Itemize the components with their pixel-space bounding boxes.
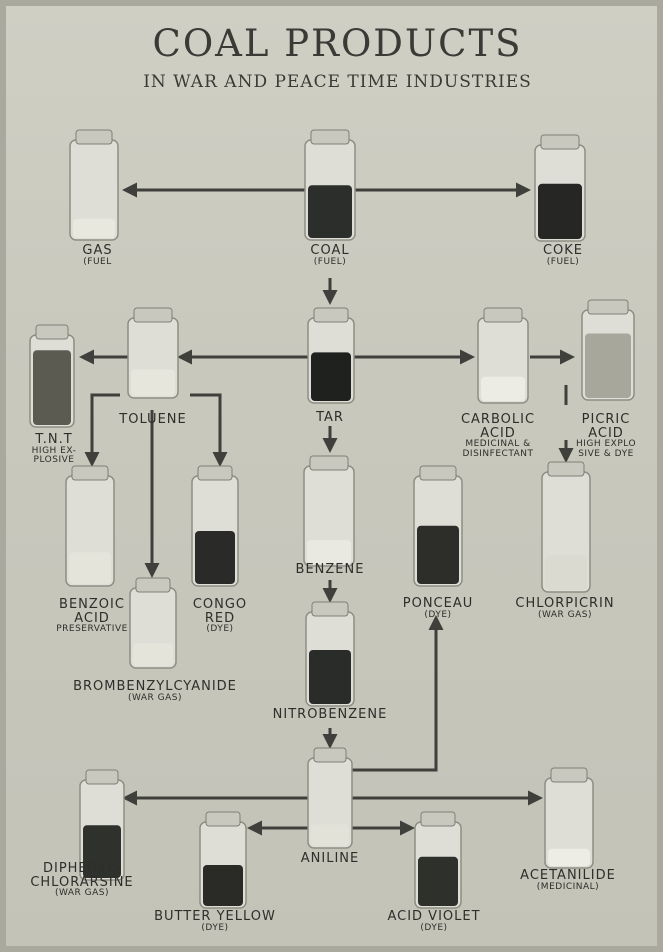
jar-ponceau — [414, 466, 462, 586]
benzoic-sub: PRESERVATIVE — [44, 625, 140, 634]
node-coke: COKE (FUEL) — [525, 244, 601, 267]
node-butter: BUTTER YELLOW (DYE) — [150, 910, 280, 933]
jar-tar — [308, 308, 354, 403]
arrow-toluene-congo — [190, 395, 220, 464]
toluene-label: TOLUENE — [108, 413, 198, 427]
nitrobenzene-label: NITROBENZENE — [268, 708, 392, 722]
node-aniline: ANILINE — [288, 852, 372, 866]
jar-gas — [70, 130, 118, 240]
node-picric: PICRIC ACID HIGH EXPLO SIVE & DYE — [558, 413, 654, 459]
node-tnt: T.N.T HIGH EX- PLOSIVE — [18, 433, 90, 466]
butter-label: BUTTER YELLOW — [150, 910, 280, 924]
node-chlorpicrin: CHLORPICRIN (WAR GAS) — [505, 597, 625, 620]
butter-sub: (DYE) — [150, 924, 280, 933]
chlorpicrin-label: CHLORPICRIN — [505, 597, 625, 611]
arrow-aniline-ponceau — [352, 618, 436, 770]
ponceau-label: PONCEAU — [385, 597, 491, 611]
acidviolet-label: ACID VIOLET — [378, 910, 490, 924]
aniline-label: ANILINE — [288, 852, 372, 866]
picric-label-1: PICRIC — [558, 413, 654, 427]
congo-label-2: RED — [180, 612, 260, 626]
benzene-label: BENZENE — [285, 563, 375, 577]
gas-sub: (FUEL — [60, 258, 135, 267]
acetanilide-sub: (MEDICINAL) — [508, 883, 628, 892]
benzoic-label-1: BENZOIC — [44, 598, 140, 612]
node-coal: COAL (FUEL) — [292, 244, 368, 267]
jar-violet — [415, 812, 461, 908]
tnt-label: T.N.T — [18, 433, 90, 447]
carbolic-sub2: DISINFECTANT — [444, 450, 552, 459]
coal-sub: (FUEL) — [292, 258, 368, 267]
congo-sub: (DYE) — [180, 625, 260, 634]
jar-coal — [305, 130, 355, 240]
arrow-toluene-benzoic — [92, 395, 120, 464]
carbolic-label-1: CARBOLIC — [444, 413, 552, 427]
picric-label-2: ACID — [558, 427, 654, 441]
node-tar: TAR — [300, 411, 360, 425]
node-benzoic: BENZOIC ACID PRESERVATIVE — [44, 598, 140, 635]
node-gas: GAS (FUEL — [60, 244, 135, 267]
tnt-sub2: PLOSIVE — [18, 456, 90, 465]
node-carbolic: CARBOLIC ACID MEDICINAL & DISINFECTANT — [444, 413, 552, 459]
picric-sub2: SIVE & DYE — [558, 450, 654, 459]
brombenzyl-label: BROMBENZYLCYANIDE — [50, 680, 260, 694]
node-toluene: TOLUENE — [108, 413, 198, 427]
jar-carbolic — [478, 308, 528, 403]
node-brombenzyl: BROMBENZYLCYANIDE (WAR GAS) — [50, 680, 260, 703]
diphenyl-sub: (WAR GAS) — [30, 889, 134, 898]
coal-label: COAL — [292, 244, 368, 258]
node-diphenyl: DIPHENYL- CHLORARSINE (WAR GAS) — [30, 862, 134, 899]
jar-aniline — [308, 748, 352, 848]
jar-benzoic — [66, 466, 114, 586]
node-ponceau: PONCEAU (DYE) — [385, 597, 491, 620]
jar-butter — [200, 812, 246, 908]
jar-picric — [582, 300, 634, 400]
congo-label-1: CONGO — [180, 598, 260, 612]
jar-benzene — [304, 456, 354, 566]
benzoic-label-2: ACID — [44, 612, 140, 626]
tar-label: TAR — [300, 411, 360, 425]
node-acetanilide: ACETANILIDE (MEDICINAL) — [508, 869, 628, 892]
diphenyl-label-2: CHLORARSINE — [30, 876, 134, 890]
chlorpicrin-sub: (WAR GAS) — [505, 611, 625, 620]
diphenyl-label-1: DIPHENYL- — [30, 862, 134, 876]
acidviolet-sub: (DYE) — [378, 924, 490, 933]
carbolic-label-2: ACID — [444, 427, 552, 441]
jar-coke — [535, 135, 585, 241]
coke-sub: (FUEL) — [525, 258, 601, 267]
node-nitrobenzene: NITROBENZENE — [268, 708, 392, 722]
jar-congo — [192, 466, 238, 586]
jar-nitro — [306, 602, 354, 706]
jar-tnt — [30, 325, 74, 427]
node-acidviolet: ACID VIOLET (DYE) — [378, 910, 490, 933]
brombenzyl-sub: (WAR GAS) — [50, 694, 260, 703]
node-benzene: BENZENE — [285, 563, 375, 577]
node-congo: CONGO RED (DYE) — [180, 598, 260, 635]
coke-label: COKE — [525, 244, 601, 258]
jar-toluene — [128, 308, 178, 398]
acetanilide-label: ACETANILIDE — [508, 869, 628, 883]
ponceau-sub: (DYE) — [385, 611, 491, 620]
gas-label: GAS — [60, 244, 135, 258]
jar-acetanilide — [545, 768, 593, 868]
jar-chlorpicrin — [542, 462, 590, 592]
